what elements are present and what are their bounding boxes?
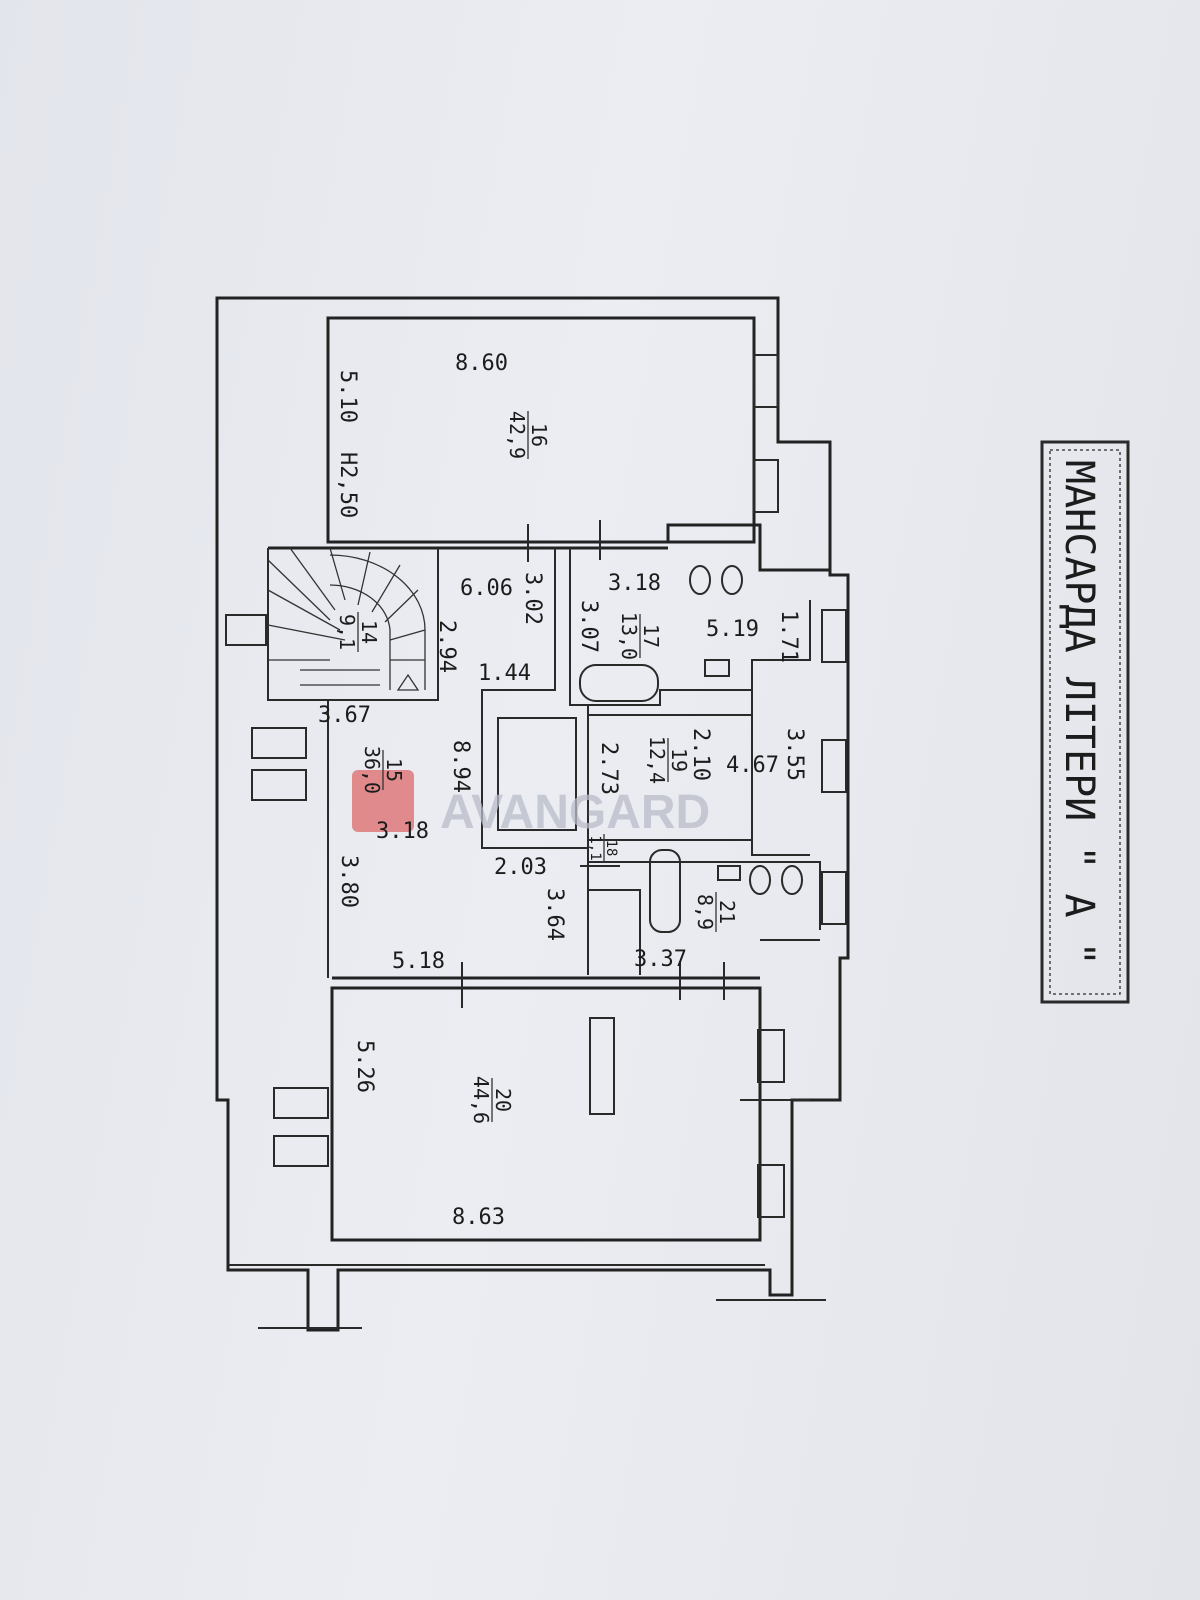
dim-14-length: 3.67 [318, 703, 371, 728]
watermark-text: AVANGARD [440, 786, 710, 839]
room-label-14: 14 9,1 [335, 612, 381, 652]
dim-15-g: 2.03 [494, 855, 547, 880]
interior-partitions [267, 523, 830, 980]
doors [258, 520, 826, 1329]
watermark: AVANGARD [352, 770, 710, 839]
room-15-number: 15 [382, 758, 406, 782]
windows [225, 354, 847, 1218]
dim-15-c: 1.44 [478, 661, 531, 686]
sink-17 [721, 565, 743, 595]
dim-17-d: 1.71 [776, 610, 801, 663]
dim-16-height: H2,50 [335, 452, 360, 518]
room-label-18: 18 1,1 [587, 834, 619, 862]
dim-19-c: 4.67 [726, 753, 779, 778]
room-16-number: 16 [527, 423, 551, 447]
room-21-number: 21 [715, 900, 739, 924]
dim-20-length: 8.63 [452, 1205, 505, 1230]
dim-16-width: 5.10 [335, 370, 360, 423]
dim-15-a: 6.06 [460, 576, 513, 601]
room-20-number: 20 [491, 1088, 515, 1112]
dim-17-b: 3.07 [576, 600, 601, 653]
dim-15-i: 5.18 [392, 949, 445, 974]
fixtures [579, 565, 803, 933]
bathtub-21 [649, 849, 681, 933]
dim-15-e: 3.18 [376, 819, 429, 844]
fixture-21 [717, 865, 741, 881]
room-label-17: 17 13,0 [617, 612, 663, 660]
dim-20-width: 5.26 [352, 1040, 377, 1093]
dim-19-a: 2.10 [688, 728, 713, 781]
room-15-area: 36,0 [360, 746, 384, 794]
shaft [497, 717, 577, 831]
dim-16-length: 8.60 [455, 351, 508, 376]
room-label-20: 20 44,6 [469, 1076, 515, 1124]
toilet-17 [689, 565, 711, 595]
title-stamp: МАНСАРДА ЛІТЕРИ " А " [1040, 440, 1130, 1004]
room-14-number: 14 [357, 620, 381, 644]
dim-19-d: 3.55 [782, 728, 807, 781]
room-19-area: 12,4 [645, 736, 669, 784]
dim-15-d: 8.94 [448, 740, 473, 793]
plan-title: МАНСАРДА ЛІТЕРИ " А " [1056, 460, 1102, 966]
room-20 [330, 986, 762, 1242]
room-21-area: 8,9 [693, 894, 717, 930]
dim-21-a: 3.37 [634, 947, 687, 972]
room-16-area: 42,9 [505, 411, 529, 459]
fixture-17 [704, 659, 730, 677]
dim-15-h: 3.64 [542, 888, 567, 941]
dim-17-c: 5.19 [706, 617, 759, 642]
dim-14-width: 2.94 [434, 620, 459, 673]
room-label-19: 19 12,4 [645, 736, 691, 784]
title-frame [1040, 440, 1130, 1004]
room-label-16: 16 42,9 [505, 411, 551, 459]
watermark-logo [352, 770, 414, 832]
dim-19-b: 2.73 [596, 742, 621, 795]
room-17-number: 17 [639, 624, 663, 648]
room-18-area: 1,1 [587, 835, 603, 860]
room-label-21: 21 8,9 [693, 892, 739, 932]
dim-15-f: 3.80 [336, 855, 361, 908]
room-17-area: 13,0 [617, 612, 641, 660]
outer-walls [215, 296, 850, 1332]
dim-17-a: 3.18 [608, 571, 661, 596]
room-14-area: 9,1 [335, 614, 359, 650]
room-label-15: 15 36,0 [360, 746, 406, 794]
dim-15-b: 3.02 [520, 572, 545, 625]
room-20-area: 44,6 [469, 1076, 493, 1124]
staircase-14 [267, 547, 426, 691]
title-inner-frame [1049, 449, 1121, 995]
room-19-number: 19 [667, 748, 691, 772]
dimension-labels: 8.60 5.10 H2,50 3.67 2.94 6.06 3.02 1.44… [318, 351, 807, 1230]
toilet-21 [749, 865, 771, 895]
sink-21 [781, 865, 803, 895]
room-20-fixture [589, 1017, 615, 1115]
room-16 [326, 316, 756, 544]
bathtub-17 [579, 664, 659, 702]
room-18-number: 18 [603, 840, 619, 857]
